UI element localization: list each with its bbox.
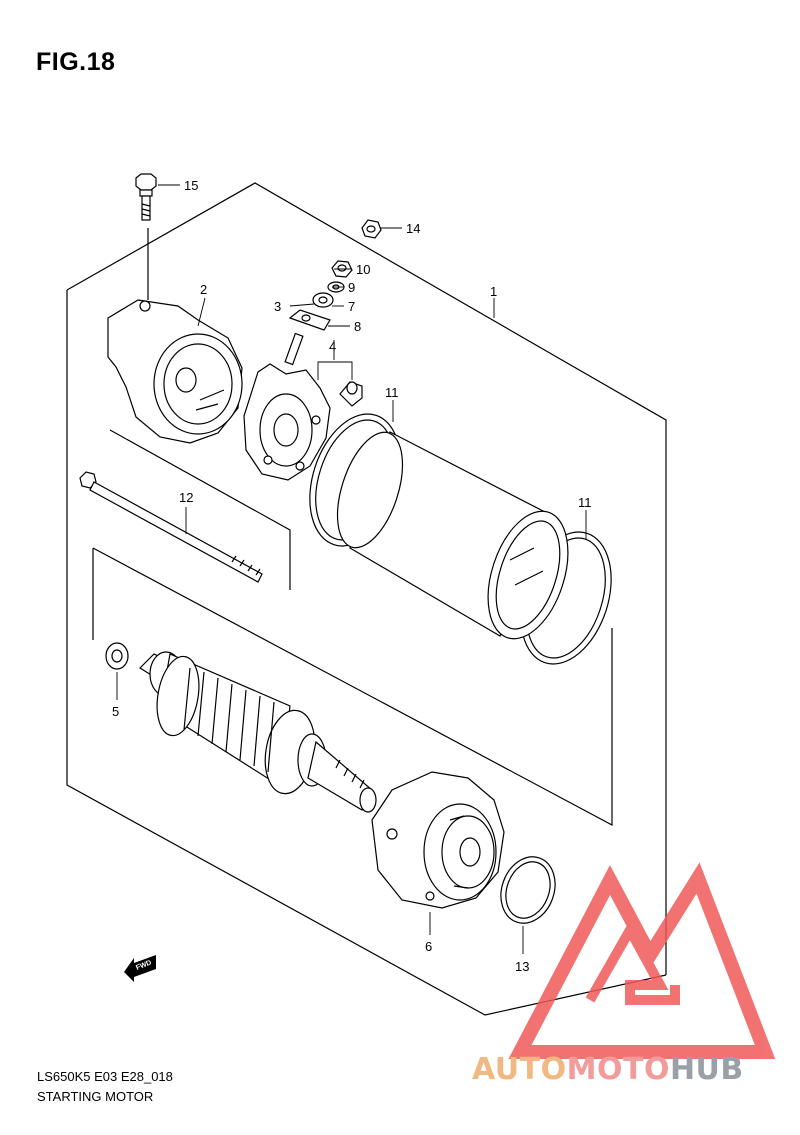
watermark-hub: HUB — [669, 1052, 744, 1087]
part-label-12: 12 — [179, 490, 193, 505]
part-label-10: 10 — [356, 262, 370, 277]
part-label-1: 1 — [490, 284, 497, 299]
part-label-7: 7 — [348, 299, 355, 314]
rear-housing-2 — [107, 299, 243, 444]
assembly-outline — [66, 182, 667, 1016]
leader-lines — [116, 184, 587, 954]
part-label-4: 4 — [329, 339, 336, 354]
washer-5 — [105, 642, 129, 670]
brush-holder-4 — [243, 332, 363, 481]
watermark-moto: MOTO — [566, 1052, 670, 1087]
part-label-6: 6 — [425, 939, 432, 954]
o-ring-13 — [500, 856, 556, 924]
figure-title: FIG.18 — [36, 48, 116, 76]
watermark-brand-text: AUTOMOTOHUB — [472, 1052, 744, 1087]
model-code: LS650K5 E03 E28_018 — [37, 1069, 173, 1084]
watermark-auto: AUTO — [472, 1052, 567, 1087]
insulator-8 — [288, 309, 331, 331]
nut-14 — [361, 219, 382, 239]
part-label-9: 9 — [348, 280, 355, 295]
through-bolt-12 — [79, 471, 263, 583]
part-label-15: 15 — [184, 178, 198, 193]
yoke-housing — [336, 431, 569, 640]
part-label-2: 2 — [200, 282, 207, 297]
part-label-14: 14 — [406, 221, 420, 236]
part-label-8: 8 — [354, 319, 361, 334]
diagram-caption: STARTING MOTOR — [37, 1089, 154, 1104]
armature — [139, 651, 377, 813]
part-label-5: 5 — [112, 704, 119, 719]
part-label-13: 13 — [515, 959, 529, 974]
part-label-3: 3 — [274, 299, 281, 314]
washer-7 — [312, 292, 334, 308]
part-label-11-lower: 11 — [578, 495, 592, 510]
front-housing-6 — [371, 771, 505, 909]
part-label-11-upper: 11 — [385, 385, 399, 400]
bolt-15 — [135, 173, 157, 221]
fwd-arrow-icon: FWD — [124, 955, 156, 982]
